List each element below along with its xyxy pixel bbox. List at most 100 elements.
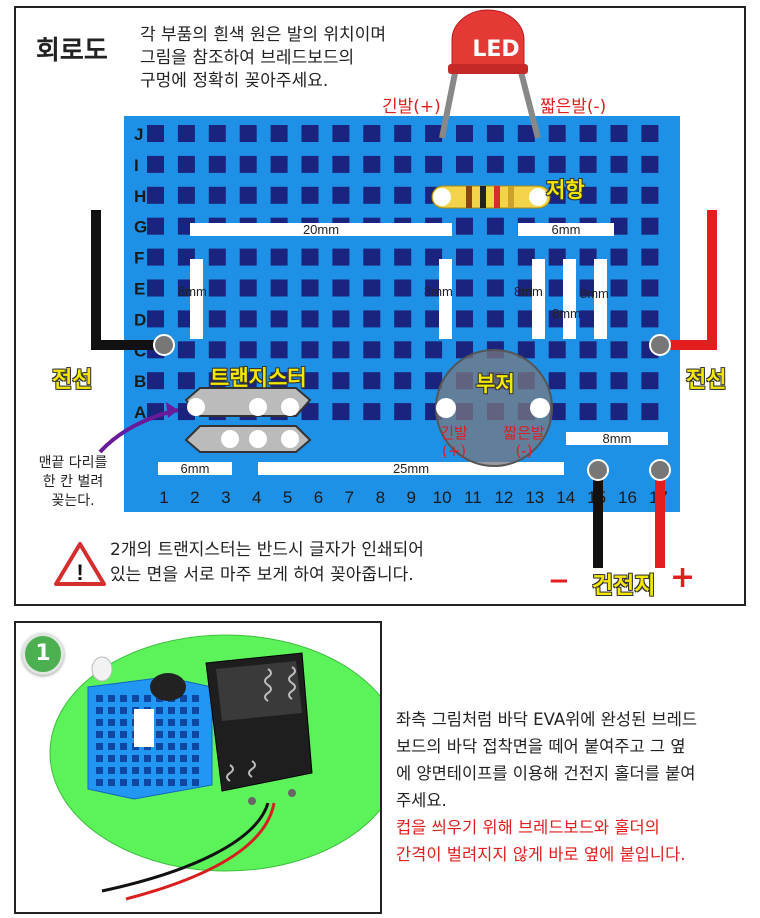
battery-springs bbox=[226, 666, 296, 782]
column-label: 12 bbox=[494, 488, 513, 507]
mini-hole bbox=[120, 731, 127, 738]
breadboard-hole bbox=[610, 125, 628, 142]
breadboard-hole bbox=[270, 279, 288, 297]
mini-hole bbox=[96, 767, 103, 774]
led-short-leg-label: 짧은발(-) bbox=[540, 97, 607, 117]
jumper-wire bbox=[190, 259, 203, 339]
breadboard-hole bbox=[270, 186, 288, 204]
row-label: B bbox=[134, 372, 146, 391]
mini-hole bbox=[180, 719, 187, 726]
battery-plus-sign: + bbox=[670, 560, 696, 595]
mini-hole bbox=[120, 755, 127, 762]
breadboard-hole bbox=[517, 341, 535, 359]
mini-hole bbox=[156, 743, 163, 750]
breadboard-hole bbox=[579, 248, 597, 266]
breadboard-hole bbox=[486, 279, 504, 297]
row-label: F bbox=[134, 249, 144, 268]
transistor-lower-icon bbox=[184, 425, 312, 453]
breadboard-hole bbox=[332, 186, 350, 204]
breadboard-hole bbox=[363, 279, 381, 297]
breadboard-hole bbox=[394, 341, 412, 359]
mini-hole bbox=[96, 695, 103, 702]
mini-hole bbox=[144, 779, 151, 786]
breadboard-hole bbox=[147, 155, 164, 173]
column-label: 1 bbox=[159, 488, 168, 507]
breadboard-hole bbox=[610, 217, 628, 235]
mini-hole bbox=[120, 719, 127, 726]
breadboard-diagram: JIHGFEDCBA123456789101112131415161720mm6… bbox=[54, 9, 717, 586]
led-icon bbox=[451, 9, 525, 73]
step-number-badge: 1 bbox=[22, 633, 64, 675]
breadboard-hole bbox=[548, 341, 566, 359]
transistor-upper-icon bbox=[184, 387, 312, 417]
assembly-illustration bbox=[49, 634, 380, 901]
jumper-wire bbox=[190, 223, 452, 236]
breadboard-hole bbox=[456, 155, 473, 173]
mini-hole bbox=[132, 755, 139, 762]
buzzer-long-leg-label: 긴발 (+) bbox=[436, 424, 472, 460]
holder-screw bbox=[248, 797, 256, 805]
mini-hole bbox=[168, 779, 175, 786]
jumper-length-label: 8mm bbox=[514, 284, 543, 299]
mini-hole bbox=[96, 743, 103, 750]
column-label: 16 bbox=[618, 488, 637, 507]
breadboard-hole bbox=[208, 310, 226, 328]
mini-hole bbox=[156, 767, 163, 774]
mini-hole bbox=[192, 767, 199, 774]
breadboard-hole bbox=[363, 341, 381, 359]
battery-slot bbox=[216, 661, 302, 721]
column-label: 3 bbox=[221, 488, 230, 507]
mini-hole bbox=[180, 707, 187, 714]
column-label: 5 bbox=[283, 488, 292, 507]
breadboard-hole bbox=[517, 155, 535, 173]
breadboard-hole bbox=[239, 372, 257, 390]
transistor-leg-hole bbox=[221, 430, 239, 448]
breadboard-hole bbox=[301, 403, 319, 421]
jumper-wire bbox=[518, 223, 614, 236]
breadboard-hole bbox=[363, 125, 381, 142]
mini-hole bbox=[180, 731, 187, 738]
mini-hole bbox=[96, 779, 103, 786]
breadboard-hole bbox=[610, 279, 628, 297]
breadboard-hole bbox=[147, 372, 164, 390]
breadboard-hole bbox=[147, 310, 164, 328]
intro-line: 그림을 참조하여 브레드보드의 bbox=[140, 48, 355, 68]
breadboard-hole bbox=[270, 310, 288, 328]
breadboard-hole bbox=[641, 248, 659, 266]
breadboard-hole bbox=[363, 186, 381, 204]
wire-right-label: 전선 bbox=[686, 368, 727, 393]
led-short-leg bbox=[517, 67, 541, 139]
breadboard-hole bbox=[486, 125, 504, 142]
breadboard-hole bbox=[177, 125, 195, 142]
breadboard-hole bbox=[610, 341, 628, 359]
mini-hole bbox=[180, 767, 187, 774]
breadboard-hole bbox=[332, 372, 350, 390]
transistor-label: 트랜지스터 bbox=[210, 366, 307, 390]
mini-hole bbox=[108, 779, 115, 786]
breadboard-hole bbox=[208, 372, 226, 390]
mini-hole bbox=[132, 695, 139, 702]
resistor-band bbox=[508, 186, 514, 208]
breadboard-hole bbox=[332, 279, 350, 297]
mini-hole bbox=[120, 743, 127, 750]
led-body bbox=[91, 656, 113, 682]
jumper-wire bbox=[439, 259, 452, 339]
mini-hole bbox=[96, 755, 103, 762]
mini-hole bbox=[108, 695, 115, 702]
resistor-band bbox=[494, 186, 500, 208]
breadboard-hole bbox=[239, 279, 257, 297]
breadboard-hole bbox=[641, 372, 659, 390]
led-label: LED bbox=[472, 37, 520, 62]
jumper-wire bbox=[532, 259, 545, 339]
breadboard-hole bbox=[579, 341, 597, 359]
breadboard-hole bbox=[610, 186, 628, 204]
jumper-wire bbox=[566, 432, 668, 445]
breadboard-hole bbox=[270, 372, 288, 390]
buzzer-short-leg-label: 짧은발 (-) bbox=[496, 424, 552, 460]
breadboard-hole bbox=[147, 125, 164, 142]
jumper-length-label: 20mm bbox=[303, 222, 339, 237]
mini-hole bbox=[96, 731, 103, 738]
battery-pin-hole bbox=[649, 459, 671, 481]
resistor-band bbox=[466, 186, 472, 208]
diagram-title: 회로도 bbox=[36, 36, 108, 66]
